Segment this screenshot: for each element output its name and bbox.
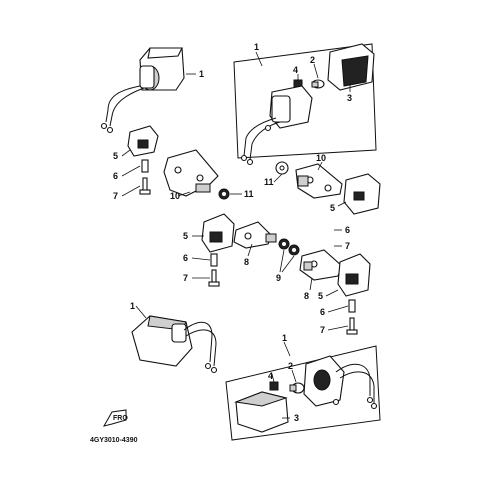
callout-6: 5 — [113, 151, 118, 161]
nut-left[interactable] — [218, 188, 230, 200]
callout-2: 1 — [254, 42, 259, 52]
bracket-middle-right[interactable] — [299, 249, 343, 281]
callout-12: 11 — [264, 177, 274, 187]
drawing-code: 4GY3010-4390 — [90, 437, 138, 444]
front-mark: FRO — [113, 415, 128, 422]
callout-28: 4 — [268, 371, 273, 381]
callout-21: 8 — [304, 291, 309, 301]
callout-9: 10 — [170, 191, 180, 201]
spacer-top-left[interactable] — [141, 159, 149, 173]
callout-26: 1 — [282, 333, 287, 343]
front-arrow-icon: FRO — [102, 409, 128, 427]
flasher-lamp-bottom-left[interactable] — [131, 315, 193, 367]
callout-23: 6 — [320, 307, 325, 317]
callout-4: 3 — [347, 93, 352, 103]
stay-middle-left[interactable] — [201, 213, 235, 253]
callout-19: 6 — [345, 225, 350, 235]
spacer-middle-right[interactable] — [348, 299, 356, 313]
callout-20: 7 — [345, 241, 350, 251]
wire-harness-top-right — [240, 117, 281, 166]
bracket-left[interactable] — [163, 149, 219, 197]
callout-16: 7 — [183, 273, 188, 283]
bracket-right[interactable] — [295, 163, 343, 199]
callout-18: 9 — [276, 273, 281, 283]
callout-10: 11 — [244, 189, 254, 199]
washer-right[interactable] — [275, 161, 289, 175]
screw-bottom-right[interactable] — [269, 381, 279, 391]
flasher-body-top-right[interactable] — [269, 85, 313, 129]
bolt-middle-left[interactable] — [208, 269, 220, 287]
callout-1: 1 — [199, 69, 204, 79]
callout-13: 5 — [330, 203, 335, 213]
leader-lines — [121, 51, 351, 419]
stay-top-right[interactable] — [343, 173, 381, 215]
flasher-body-bottom-right[interactable] — [303, 355, 345, 407]
assembly-frame-top-right — [233, 43, 377, 159]
lens-bottom-right[interactable] — [234, 391, 289, 433]
spacer-middle-left[interactable] — [210, 253, 218, 267]
bulb-top-right[interactable] — [311, 79, 325, 89]
callout-3: 2 — [310, 55, 315, 65]
bolt-middle-right[interactable] — [346, 317, 358, 335]
callout-7: 6 — [113, 171, 118, 181]
callout-24: 7 — [320, 325, 325, 335]
callout-8: 7 — [113, 191, 118, 201]
nuts-middle[interactable] — [278, 238, 300, 256]
callout-22: 5 — [318, 291, 323, 301]
callout-15: 6 — [183, 253, 188, 263]
flasher-lamp-top-left[interactable] — [139, 47, 185, 91]
callout-29: 3 — [294, 413, 299, 423]
callout-14: 5 — [183, 231, 188, 241]
wire-harness-bottom-right — [332, 363, 378, 410]
bolt-top-left[interactable] — [139, 177, 151, 195]
bulb-bottom-right[interactable] — [289, 382, 305, 394]
callout-numbers: 1 1 2 3 4 5 6 7 10 11 10 11 5 5 6 7 8 9 … — [113, 42, 352, 423]
bracket-middle-left[interactable] — [233, 221, 277, 249]
callout-17: 8 — [244, 257, 249, 267]
callout-27: 2 — [288, 361, 293, 371]
stay-middle-right[interactable] — [337, 253, 371, 297]
callout-11: 10 — [316, 153, 326, 163]
callout-25: 1 — [130, 301, 135, 311]
lens-top-right[interactable] — [327, 43, 375, 91]
callout-5: 4 — [293, 65, 298, 75]
wire-harness-bottom-left — [183, 321, 218, 374]
stay-top-left[interactable] — [127, 125, 159, 157]
wire-harness-top-left — [100, 85, 145, 134]
